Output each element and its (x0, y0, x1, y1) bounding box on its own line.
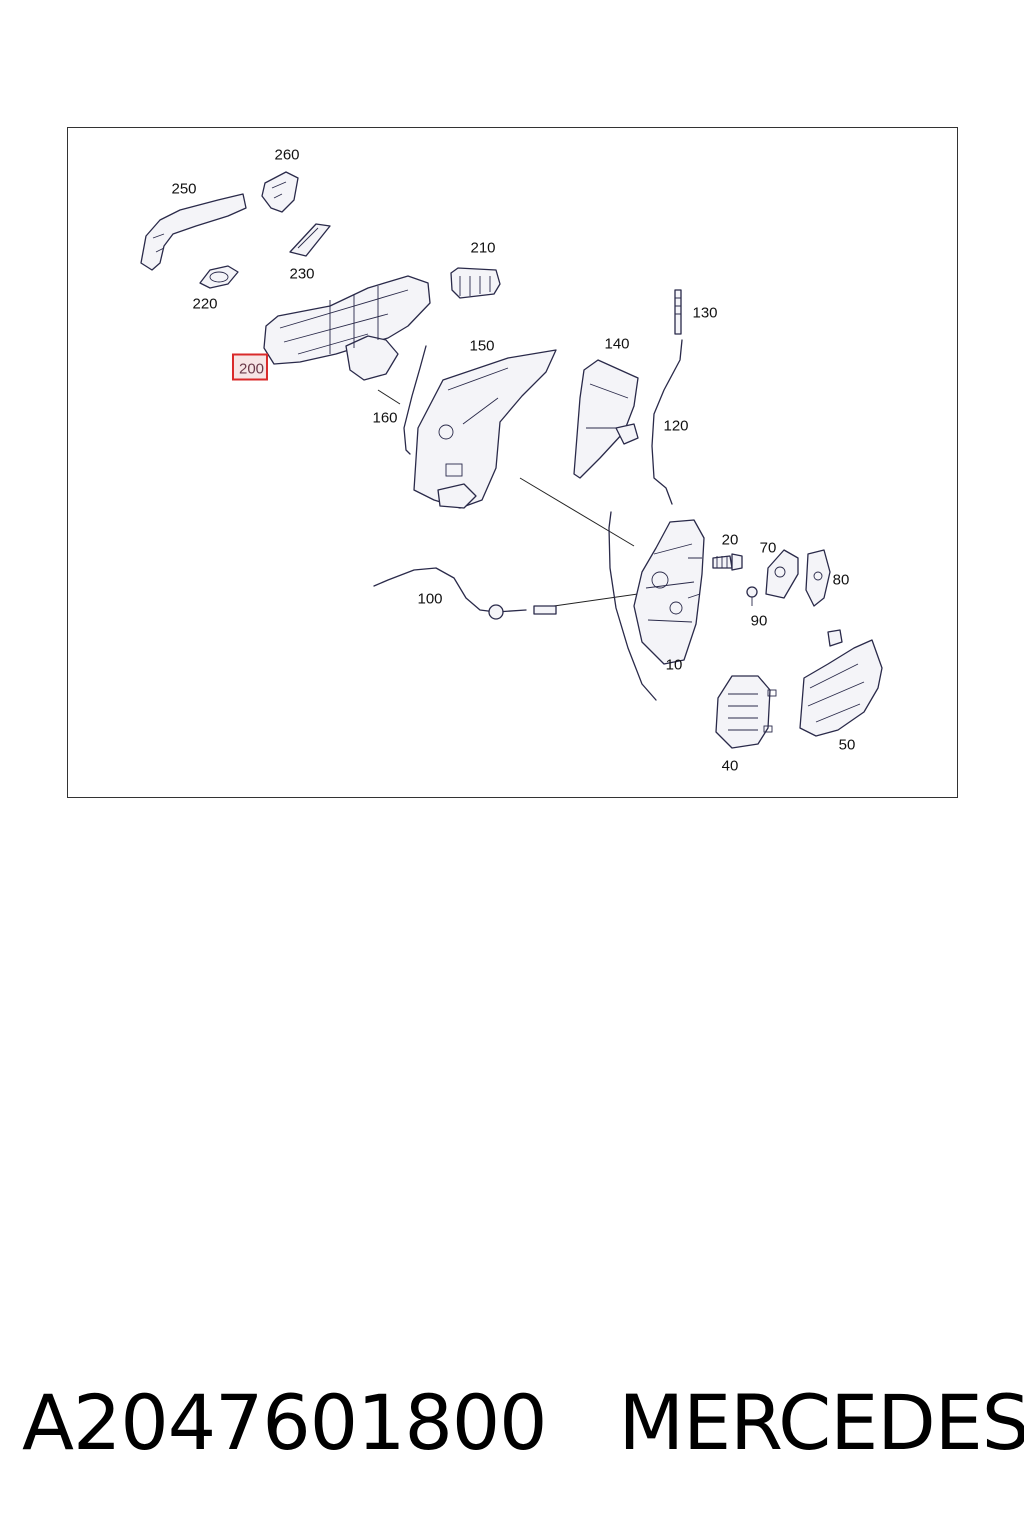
part-90-screw (746, 586, 758, 606)
callout-160: 160 (372, 409, 398, 427)
callout-210: 210 (470, 239, 496, 257)
part-10-door-lock (633, 519, 705, 665)
part-lock-cable (608, 511, 657, 701)
part-120-rod (651, 339, 683, 505)
exploded-view-drawing (140, 171, 883, 749)
part-230-seal (289, 223, 331, 257)
part-number: A2047601800 (22, 1377, 548, 1467)
callout-260: 260 (274, 146, 300, 164)
part-20-screw (712, 553, 743, 571)
part-40-control-unit (715, 675, 777, 749)
callout-200-highlighted[interactable]: 200 (231, 353, 269, 381)
callout-230: 230 (289, 265, 315, 283)
callout-40: 40 (721, 757, 739, 775)
callout-220: 220 (192, 295, 218, 313)
callout-150: 150 (469, 337, 495, 355)
part-140-guide (573, 359, 639, 479)
part-130-pin (674, 289, 682, 335)
part-100-cable (373, 567, 527, 613)
callout-140: 140 (604, 335, 630, 353)
callout-130: 130 (692, 304, 718, 322)
callout-90: 90 (750, 612, 768, 630)
part-250-outer-handle (140, 193, 247, 271)
part-160-rod (403, 345, 427, 455)
part-220-gasket (199, 265, 239, 289)
callout-50: 50 (838, 736, 856, 754)
parts-diagram: 250 260 230 220 210 200 130 150 140 160 … (67, 127, 958, 798)
callout-10: 10 (665, 656, 683, 674)
part-210-bracket (450, 267, 501, 299)
part-100-cable-end (488, 604, 557, 620)
part-70-striker (765, 549, 799, 599)
callout-100: 100 (417, 590, 443, 608)
callout-70: 70 (759, 539, 777, 557)
part-200-handle-carrier (263, 275, 431, 381)
part-80-plate (805, 549, 831, 607)
callout-20: 20 (721, 531, 739, 549)
callout-80: 80 (832, 571, 850, 589)
callout-250: 250 (171, 180, 197, 198)
callout-120: 120 (663, 417, 689, 435)
part-50-bracket (799, 629, 883, 737)
brand-name: MERCEDES (618, 1377, 1024, 1467)
part-150-cover-panel (413, 349, 557, 509)
caption: A2047601800 MERCEDES (22, 1372, 1024, 1472)
part-260-handle-cap (261, 171, 299, 213)
